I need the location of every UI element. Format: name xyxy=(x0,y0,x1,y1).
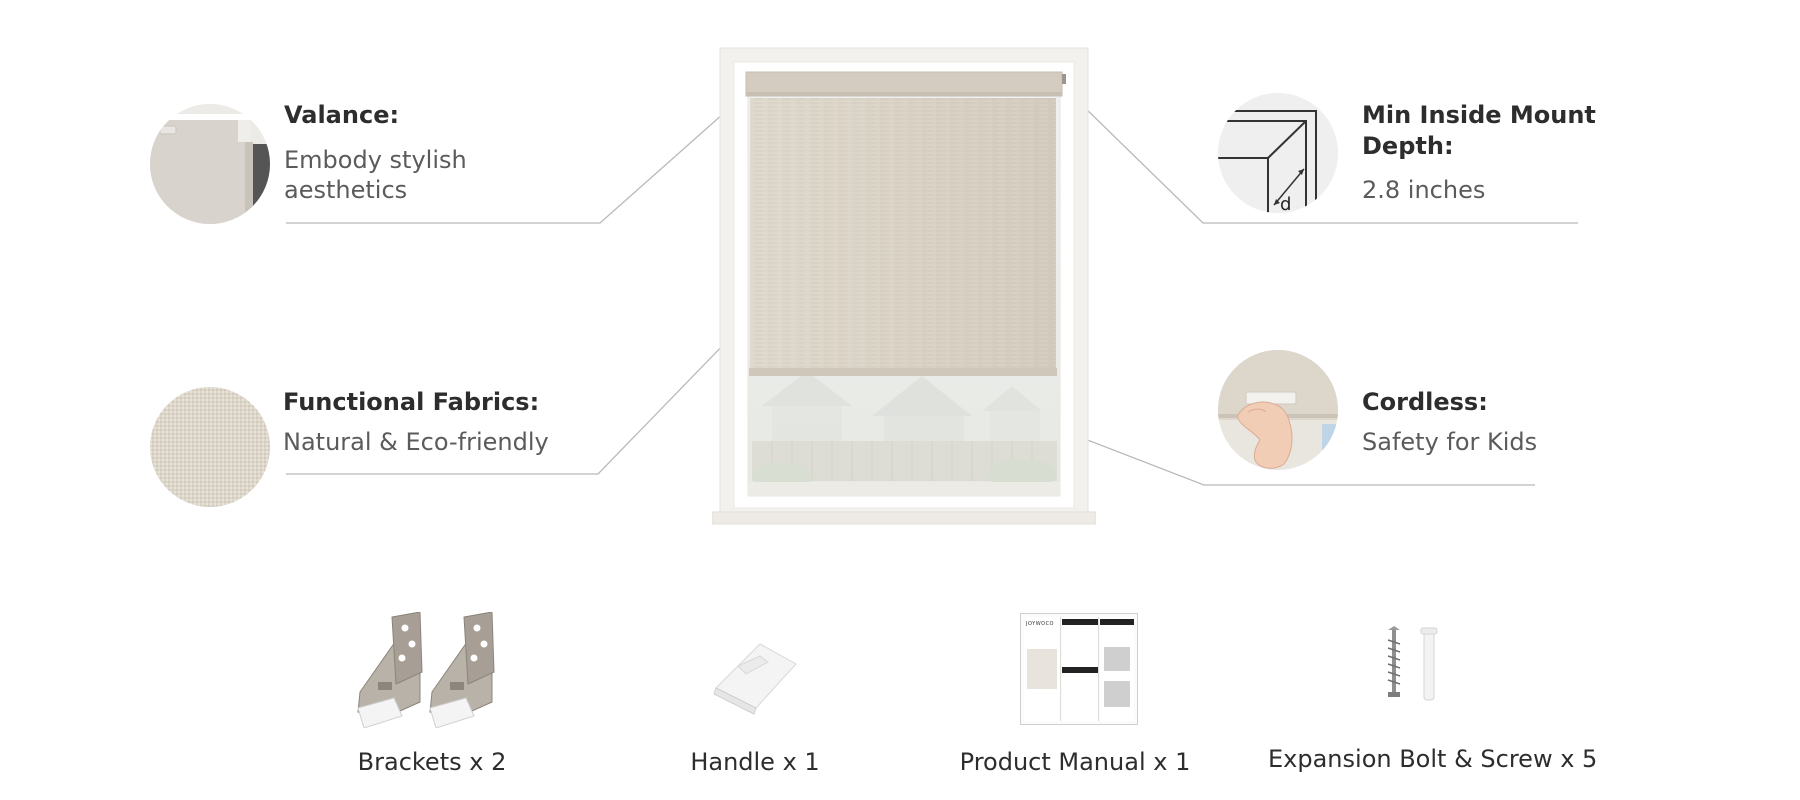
screw xyxy=(1387,626,1401,697)
depth-diagram-label: d xyxy=(1280,194,1291,213)
fabric-texture-image xyxy=(150,387,270,507)
manual-panel-right xyxy=(1100,617,1134,721)
accessory-label-bolts: Expansion Bolt & Screw x 5 xyxy=(1268,745,1598,773)
fabric-thumbnail xyxy=(150,387,270,507)
valance-desc-line1: Embody stylish xyxy=(284,146,467,174)
depth-title-line1: Min Inside Mount xyxy=(1362,101,1596,129)
valance-desc-line2: aesthetics xyxy=(284,176,408,204)
manual-panel-middle xyxy=(1062,617,1099,721)
bolt-screw-image xyxy=(1387,626,1438,701)
depth-desc: 2.8 inches xyxy=(1362,176,1486,204)
depth-thumbnail: d xyxy=(1218,93,1338,213)
anchor xyxy=(1420,627,1438,701)
valance-title: Valance: xyxy=(284,101,400,129)
cordless-thumbnail xyxy=(1218,350,1338,470)
accessory-label-handle: Handle x 1 xyxy=(690,748,820,776)
bracket-right xyxy=(429,612,495,728)
accessory-label-brackets: Brackets x 2 xyxy=(357,748,507,776)
bracket-left xyxy=(357,612,423,728)
fabrics-title: Functional Fabrics: xyxy=(283,388,540,416)
accessory-label-manual: Product Manual x 1 xyxy=(959,748,1191,776)
mount-depth-diagram: d xyxy=(1218,93,1338,213)
valance-closeup-image xyxy=(150,104,270,224)
window-shade-illustration xyxy=(712,47,1096,525)
handle-image xyxy=(713,643,797,715)
depth-callout-line xyxy=(1077,100,1578,224)
cordless-hand-image xyxy=(1218,350,1338,470)
brackets-image xyxy=(357,612,495,728)
valance-callout-line xyxy=(286,89,751,224)
manual-panel-left: JOYWOCO xyxy=(1024,617,1061,721)
cordless-title: Cordless: xyxy=(1362,388,1488,416)
manual-brand: JOYWOCO xyxy=(1026,621,1054,627)
fabrics-desc: Natural & Eco-friendly xyxy=(283,428,549,456)
depth-title-line2: Depth: xyxy=(1362,132,1454,160)
cordless-desc: Safety for Kids xyxy=(1362,428,1538,456)
product-manual-image: JOYWOCO xyxy=(1020,613,1138,725)
valance-thumbnail xyxy=(150,104,270,224)
